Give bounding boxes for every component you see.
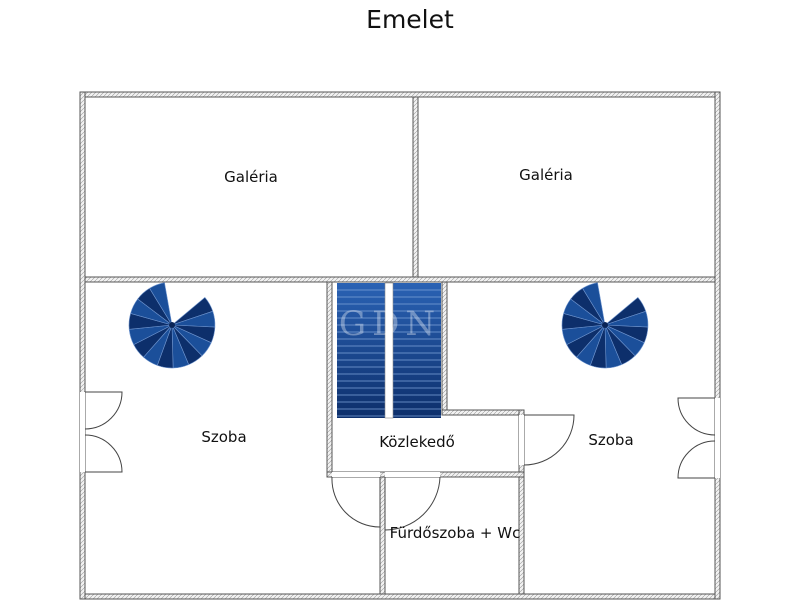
floor-title: Emelet <box>366 5 454 34</box>
room-label-furdoszoba: Fürdőszoba + Wc <box>390 524 521 542</box>
wall-stair-right <box>441 281 448 416</box>
spiral-step <box>582 282 606 326</box>
spiral-step <box>149 282 173 326</box>
stair-flight-right <box>393 283 441 418</box>
straight-stairs: GDN <box>337 282 441 419</box>
room-label-szoba-right: Szoba <box>588 431 633 449</box>
door-left-room <box>331 472 381 528</box>
spiral-stair-right <box>561 282 649 369</box>
room-label-szoba-left: Szoba <box>201 428 246 446</box>
spiral-center-post <box>602 322 608 328</box>
walls <box>79 91 721 600</box>
outer-wall-bottom <box>79 593 721 600</box>
outer-wall-right <box>714 91 721 600</box>
spiral-stair-left <box>128 282 216 369</box>
wall-bath-right <box>518 476 525 595</box>
outer-wall-top <box>79 91 721 98</box>
door-left-outer <box>80 391 123 473</box>
outer-wall-left <box>79 91 86 600</box>
wall-gallery-bottom <box>84 276 716 283</box>
wall-stair-left <box>326 281 333 478</box>
door-corridor-right <box>519 414 575 466</box>
room-label-galeria-left: Galéria <box>224 168 278 186</box>
wall-bath-left <box>379 476 386 595</box>
door-bathroom <box>384 472 441 531</box>
watermark: GDN <box>339 304 441 344</box>
room-label-galeria-right: Galéria <box>519 166 573 184</box>
wall-corridor-top <box>441 409 525 416</box>
door-right-outer <box>677 397 720 479</box>
doors <box>80 391 720 531</box>
wall-gallery-divider <box>412 96 419 282</box>
stair-treads <box>337 289 441 417</box>
room-label-kozlekedo: Közlekedő <box>379 433 455 451</box>
stair-flight-left <box>337 283 385 418</box>
spiral-center-post <box>169 322 175 328</box>
stair-handrail-divider <box>384 282 394 419</box>
